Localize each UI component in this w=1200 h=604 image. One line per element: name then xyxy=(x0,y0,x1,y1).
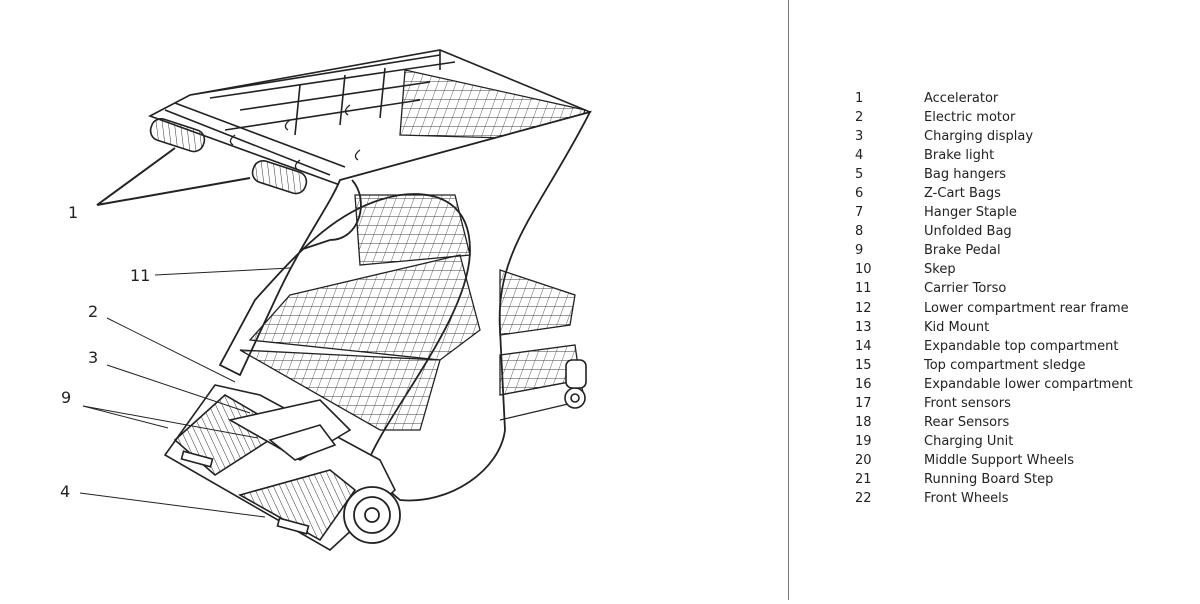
lower-compartment xyxy=(499,269,586,421)
legend-number: 6 xyxy=(855,186,864,202)
cart-illustration xyxy=(79,49,592,551)
legend-number: 15 xyxy=(855,357,872,373)
callout-2: 2 xyxy=(88,302,99,321)
legend-label: Expandable lower compartment xyxy=(924,376,1133,392)
legend-label: Charging Unit xyxy=(924,433,1014,449)
legend-number: 20 xyxy=(855,452,872,468)
legend-number: 12 xyxy=(855,300,872,316)
bag-hangers xyxy=(229,104,361,171)
legend-label: Running Board Step xyxy=(924,471,1054,487)
legend-label: Rear Sensors xyxy=(924,414,1010,430)
legend-label: Brake Pedal xyxy=(924,243,1001,259)
base-platform xyxy=(163,384,396,551)
legend-number: 16 xyxy=(855,376,872,392)
page-divider xyxy=(788,0,789,600)
legend-label: Kid Mount xyxy=(924,319,990,335)
leader-lines xyxy=(79,147,291,518)
legend-label: Accelerator xyxy=(924,91,999,106)
legend-label: Front sensors xyxy=(924,395,1011,411)
legend-number: 11 xyxy=(855,281,872,297)
legend-label: Electric motor xyxy=(924,110,1016,126)
legend-number: 22 xyxy=(855,490,872,506)
legend-number: 14 xyxy=(855,338,872,354)
callout-3: 3 xyxy=(88,348,99,367)
legend-number: 3 xyxy=(855,129,864,145)
legend-label: Charging display xyxy=(924,129,1034,145)
legend-number: 7 xyxy=(855,205,864,221)
legend-number: 2 xyxy=(855,110,864,126)
legend-label: Bag hangers xyxy=(924,167,1007,183)
top-compartment xyxy=(239,194,481,431)
legend-label: Z-Cart Bags xyxy=(924,186,1001,202)
legend-label: Lower compartment rear frame xyxy=(924,300,1129,316)
legend-number: 17 xyxy=(855,395,872,411)
legend-number: 18 xyxy=(855,414,872,430)
legend-label: Carrier Torso xyxy=(924,281,1007,297)
callout-11: 11 xyxy=(130,266,151,285)
legend-number: 9 xyxy=(855,243,864,259)
accelerator-grips xyxy=(149,117,308,195)
legend-label: Skep xyxy=(924,262,956,278)
legend-number: 8 xyxy=(855,224,864,240)
legend-label: Unfolded Bag xyxy=(924,224,1012,240)
legend-number: 1 xyxy=(855,91,864,106)
rear-wheel xyxy=(564,359,587,409)
legend-label: Brake light xyxy=(924,148,995,164)
legend-number: 5 xyxy=(855,167,864,183)
legend-number: 19 xyxy=(855,433,872,449)
cart-drawing: 1 11 2 3 9 4 xyxy=(60,49,592,551)
legend-label: Hanger Staple xyxy=(924,205,1017,221)
callout-9: 9 xyxy=(61,388,72,407)
callout-1: 1 xyxy=(68,203,79,222)
legend-label: Top compartment sledge xyxy=(924,357,1086,373)
front-wheel xyxy=(343,486,401,544)
legend-number: 10 xyxy=(855,262,872,278)
legend-number: 13 xyxy=(855,319,872,335)
legend-number: 21 xyxy=(855,471,872,487)
legend-number: 4 xyxy=(855,148,864,164)
callout-4: 4 xyxy=(60,482,71,501)
legend-label: Expandable top compartment xyxy=(924,338,1119,354)
legend-label: Middle Support Wheels xyxy=(924,452,1075,468)
legend-label: Front Wheels xyxy=(924,490,1009,506)
